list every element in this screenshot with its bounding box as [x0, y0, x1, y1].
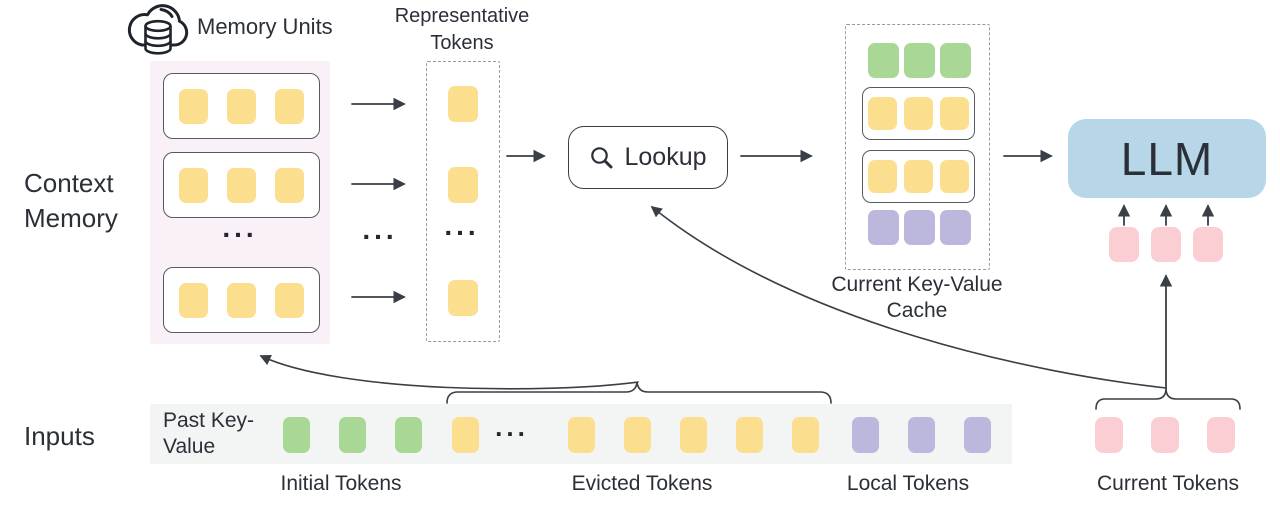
lookup-node: Lookup — [568, 126, 728, 189]
cache-memory-unit — [862, 150, 975, 203]
yellow-token — [680, 417, 707, 453]
yellow-token — [227, 167, 256, 203]
brace-current-tokens — [1095, 389, 1241, 410]
yellow-token — [448, 280, 478, 316]
yellow-token — [179, 167, 208, 203]
pink-token — [1193, 227, 1223, 262]
yellow-token — [448, 86, 478, 122]
green-token — [283, 417, 310, 453]
context-memory-label: Context Memory — [24, 168, 118, 233]
memory-unit — [163, 73, 320, 139]
past-key-value-label: Past Key-Value — [163, 409, 255, 458]
yellow-token — [448, 167, 478, 203]
yellow-token — [624, 417, 651, 453]
purple-token — [964, 417, 991, 453]
local-tokens-label: Local Tokens — [846, 472, 970, 495]
mid-ellipsis: ... — [362, 214, 398, 245]
purple-token — [852, 417, 879, 453]
yellow-token — [868, 160, 897, 193]
curve-evicted-to-memory — [259, 354, 639, 390]
pink-token — [1151, 227, 1181, 262]
representative-token — [448, 280, 478, 316]
yellow-token — [792, 417, 819, 453]
yellow-token — [868, 97, 897, 130]
cache-initial-row — [868, 43, 971, 78]
inputs-ellipsis: ... — [495, 412, 529, 442]
local-tokens-group — [852, 417, 991, 453]
yellow-token — [940, 160, 969, 193]
purple-token — [868, 210, 899, 245]
representative-tokens-label: Representative Tokens — [394, 5, 530, 54]
representative-tokens-box — [426, 61, 500, 342]
yellow-token — [940, 97, 969, 130]
yellow-token — [227, 282, 256, 318]
green-token — [868, 43, 899, 78]
current-kv-cache-box — [845, 24, 990, 270]
representative-ellipsis: ... — [444, 210, 480, 241]
pink-token — [1207, 417, 1235, 453]
purple-token — [904, 210, 935, 245]
cloud-database-icon — [125, 1, 191, 55]
cache-local-row — [868, 210, 971, 245]
current-tokens-group — [1095, 417, 1235, 453]
yellow-token — [452, 417, 479, 453]
yellow-token — [736, 417, 763, 453]
evicted-tokens-group — [452, 417, 479, 453]
current-tokens-label: Current Tokens — [1096, 472, 1240, 495]
initial-tokens-label: Initial Tokens — [280, 472, 402, 495]
cache-memory-unit — [862, 87, 975, 140]
initial-tokens-group — [283, 417, 422, 453]
current-kv-cache-label: Current Key-Value Cache — [831, 273, 1003, 322]
pink-token — [1151, 417, 1179, 453]
yellow-token — [275, 282, 304, 318]
pink-token — [1095, 417, 1123, 453]
memory-unit — [163, 267, 320, 333]
yellow-token — [904, 97, 933, 130]
green-token — [904, 43, 935, 78]
yellow-token — [179, 88, 208, 124]
llm-label: LLM — [1120, 132, 1214, 185]
purple-token — [908, 417, 935, 453]
representative-token — [448, 86, 478, 122]
memory-unit — [163, 152, 320, 218]
llm-input-tokens — [1109, 227, 1223, 262]
evicted-tokens-group — [568, 417, 819, 453]
memory-ellipsis: ... — [222, 212, 258, 243]
yellow-token — [904, 160, 933, 193]
brace-evicted-tokens — [446, 381, 832, 404]
yellow-token — [275, 88, 304, 124]
yellow-token — [568, 417, 595, 453]
yellow-token — [179, 282, 208, 318]
green-token — [940, 43, 971, 78]
evicted-tokens-label: Evicted Tokens — [571, 472, 713, 495]
purple-token — [940, 210, 971, 245]
yellow-token — [275, 167, 304, 203]
representative-token — [448, 167, 478, 203]
lookup-label: Lookup — [624, 143, 707, 171]
green-token — [339, 417, 366, 453]
memory-units-label: Memory Units — [197, 14, 333, 39]
inputs-label: Inputs — [24, 421, 95, 451]
magnifier-icon — [589, 145, 615, 171]
green-token — [395, 417, 422, 453]
llm-box: LLM — [1068, 119, 1266, 198]
yellow-token — [227, 88, 256, 124]
pink-token — [1109, 227, 1139, 262]
